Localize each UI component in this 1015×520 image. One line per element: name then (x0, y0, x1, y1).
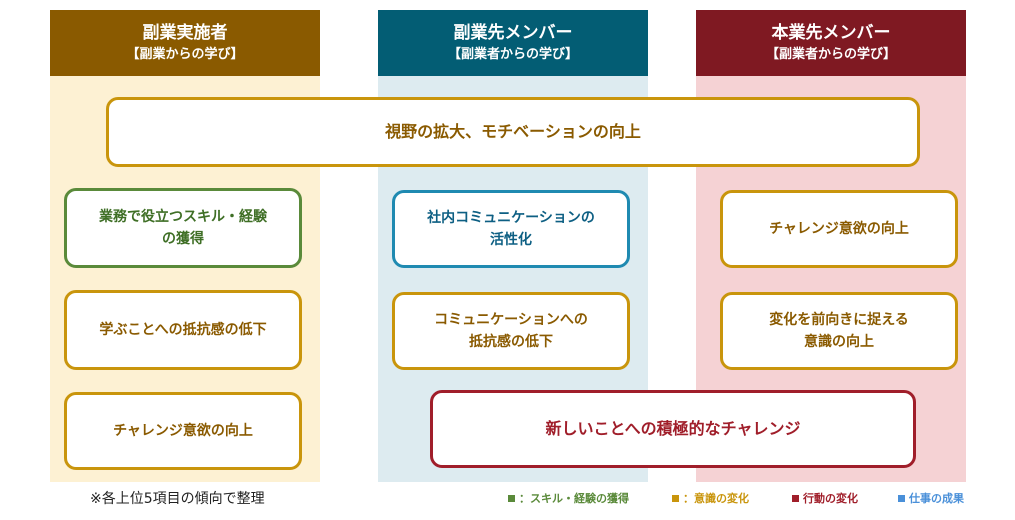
legend-label: ：スキル・経験の獲得 (519, 492, 629, 505)
item-label: 学ぶことへの抵抗感の低下 (99, 322, 267, 338)
shared-top-box: 視野の拡大、モチベーションの向上 (106, 97, 920, 167)
col2-item-resistance: コミュニケーションへの 抵抗感の低下 (392, 292, 630, 370)
shared-top-label: 視野の拡大、モチベーションの向上 (385, 122, 641, 141)
legend-results: 仕事の成果 (898, 490, 964, 506)
column-title: 本業先メンバー (771, 23, 891, 43)
legend-mindset: ：意識の変化 (672, 490, 749, 506)
legend-square-icon (508, 494, 515, 502)
column-header-side-job-worker: 副業実施者 【副業からの学び】 (50, 10, 320, 76)
item-label: 社内コミュニケーションの 活性化 (427, 210, 595, 248)
col3-item-challenge: チャレンジ意欲の向上 (720, 190, 958, 268)
col1-item-challenge: チャレンジ意欲の向上 (64, 392, 302, 470)
legend-label: ：意識の変化 (683, 492, 749, 505)
item-label: チャレンジ意欲の向上 (769, 221, 909, 237)
item-label: 変化を前向きに捉える 意識の向上 (769, 312, 909, 350)
item-label: チャレンジ意欲の向上 (113, 423, 253, 439)
column-title: 副業実施者 (142, 23, 228, 43)
col3-item-change: 変化を前向きに捉える 意識の向上 (720, 292, 958, 370)
column-title: 副業先メンバー (453, 23, 573, 43)
col1-item-learning: 学ぶことへの抵抗感の低下 (64, 290, 302, 370)
legend-label: 行動の変化 (803, 492, 858, 505)
legend-square-icon (792, 494, 799, 502)
legend-square-icon (672, 494, 679, 502)
column-header-main-job: 本業先メンバー 【副業者からの学び】 (696, 10, 966, 76)
shared-bottom-box: 新しいことへの積極的なチャレンジ (430, 390, 916, 468)
column-subtitle: 【副業者からの学び】 (447, 47, 578, 62)
shared-bottom-label: 新しいことへの積極的なチャレンジ (545, 419, 801, 438)
item-label: 業務で役立つスキル・経験 の獲得 (99, 209, 267, 247)
col1-item-skill: 業務で役立つスキル・経験 の獲得 (64, 188, 302, 268)
column-header-side-job-host: 副業先メンバー 【副業者からの学び】 (378, 10, 648, 76)
col2-item-communication: 社内コミュニケーションの 活性化 (392, 190, 630, 268)
item-label: コミュニケーションへの 抵抗感の低下 (434, 312, 588, 350)
column-subtitle: 【副業者からの学び】 (765, 47, 896, 62)
column-subtitle: 【副業からの学び】 (126, 47, 244, 62)
legend-label: 仕事の成果 (909, 492, 964, 505)
legend-square-icon (898, 494, 905, 502)
legend-behavior: 行動の変化 (792, 490, 858, 506)
legend-skill: ：スキル・経験の獲得 (508, 490, 629, 506)
footnote: ※各上位5項目の傾向で整理 (90, 491, 265, 507)
